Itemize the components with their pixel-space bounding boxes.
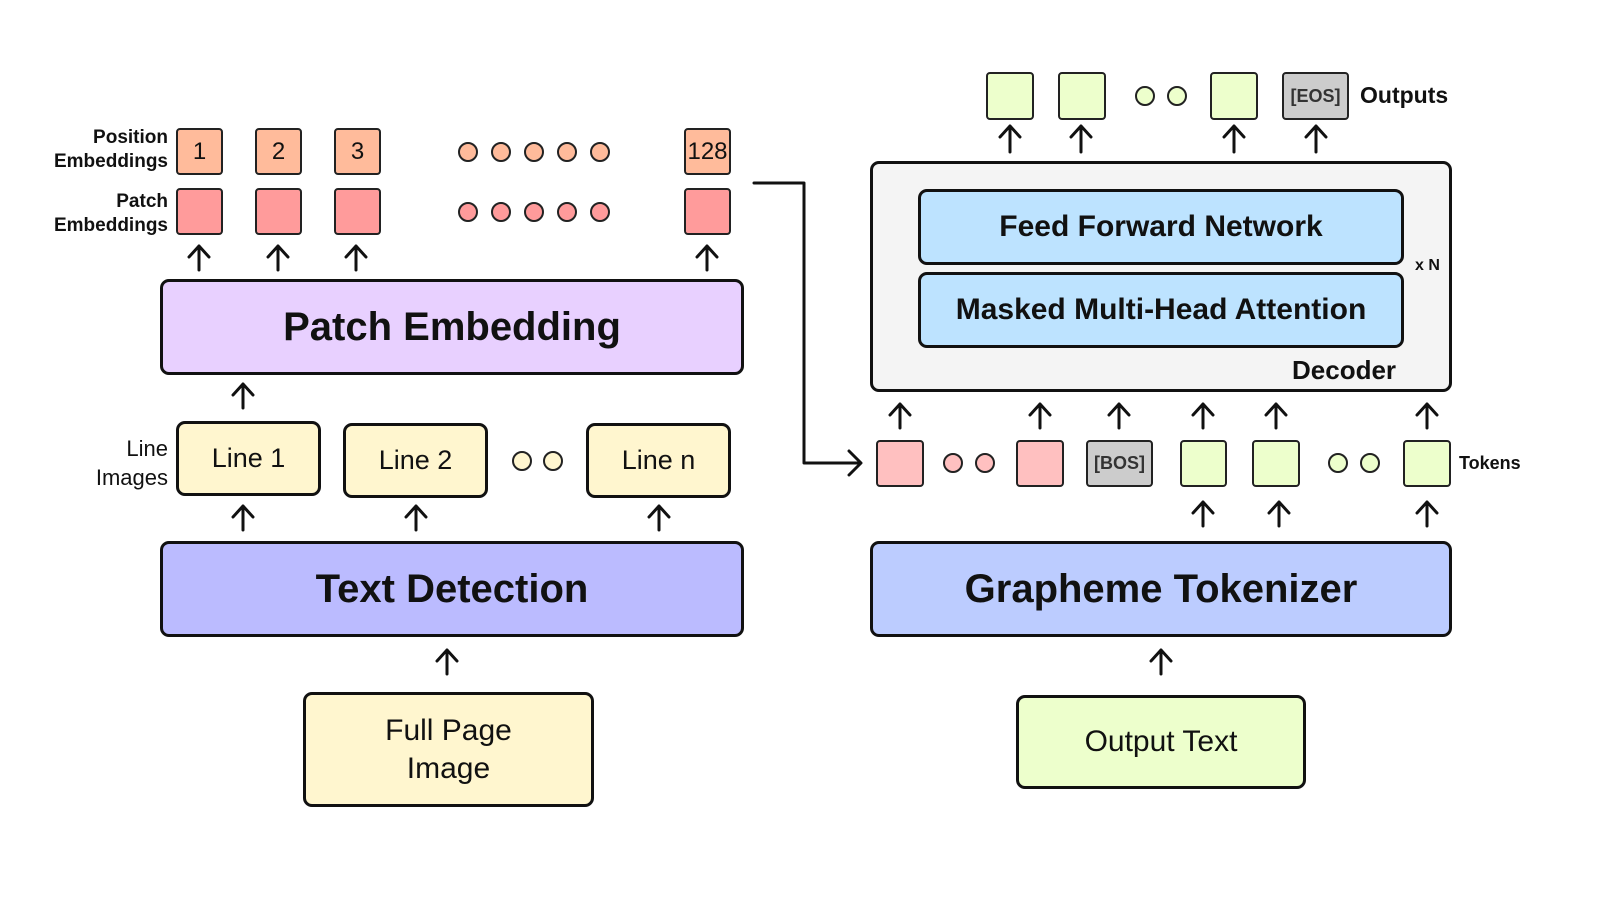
up-arrow-icon — [1107, 402, 1131, 430]
ellipsis-dot — [458, 142, 478, 162]
output-token-2 — [1058, 72, 1106, 120]
output-text-input: Output Text — [1016, 695, 1306, 789]
up-arrow-icon — [344, 244, 368, 272]
patch-embeddings-label-line1: Patch — [116, 191, 168, 212]
up-arrow-icon — [695, 244, 719, 272]
position-embedding-2: 2 — [255, 128, 302, 175]
line-image-n-label: Line n — [621, 445, 696, 475]
ellipsis-dot — [943, 453, 963, 473]
patch-embeddings-label: Patch Embeddings — [20, 190, 168, 238]
up-arrow-icon — [1191, 500, 1215, 528]
up-arrow-icon — [1415, 402, 1439, 430]
feed-forward-network-label: Feed Forward Network — [999, 210, 1323, 243]
tokens-label: Tokens — [1459, 453, 1521, 473]
line-image-n: Line n — [586, 423, 731, 498]
up-arrow-icon — [647, 504, 671, 532]
visual-token-n — [1016, 440, 1064, 487]
ellipsis-dot — [524, 202, 544, 222]
line-images-label: Line Images — [20, 434, 168, 492]
up-arrow-icon — [187, 244, 211, 272]
up-arrow-icon — [1267, 500, 1291, 528]
up-arrow-icon — [1191, 402, 1215, 430]
line-image-2: Line 2 — [343, 423, 488, 498]
position-embedding-3: 3 — [334, 128, 381, 175]
line-image-2-label: Line 2 — [378, 445, 453, 475]
position-embeddings-label: Position Embeddings — [20, 126, 168, 174]
full-page-image-line1: Full Page — [385, 713, 512, 747]
grapheme-tokenizer-block: Grapheme Tokenizer — [870, 541, 1452, 637]
patch-embedding-2 — [255, 188, 302, 235]
ellipsis-dot — [524, 142, 544, 162]
embedding-connector-arrow-icon — [752, 181, 863, 477]
full-page-image-line2: Image — [406, 751, 491, 785]
ellipsis-dot — [1167, 86, 1187, 106]
up-arrow-icon — [231, 504, 255, 532]
up-arrow-icon — [404, 504, 428, 532]
line-image-1-label: Line 1 — [211, 443, 286, 473]
text-detection-block: Text Detection — [160, 541, 744, 637]
ellipsis-dot — [590, 142, 610, 162]
masked-attention-label: Masked Multi-Head Attention — [955, 293, 1367, 326]
output-text-label: Output Text — [1084, 725, 1238, 758]
position-embedding-128: 128 — [684, 128, 731, 175]
ellipsis-dot — [1328, 453, 1348, 473]
ellipsis-dot — [491, 142, 511, 162]
up-arrow-icon — [266, 244, 290, 272]
full-page-image-input: Full Page Image — [303, 692, 594, 807]
position-embedding-1: 1 — [176, 128, 223, 175]
up-arrow-icon — [435, 648, 459, 676]
position-embeddings-label-line1: Position — [93, 127, 168, 148]
repeat-n-label: x N — [1415, 257, 1440, 274]
ellipsis-dot — [458, 202, 478, 222]
output-token-1 — [986, 72, 1034, 120]
up-arrow-icon — [998, 124, 1022, 154]
patch-embedding-128 — [684, 188, 731, 235]
bos-token: [BOS] — [1086, 440, 1153, 487]
up-arrow-icon — [1304, 124, 1328, 154]
ellipsis-dot — [975, 453, 995, 473]
grapheme-tokenizer-label: Grapheme Tokenizer — [964, 566, 1358, 611]
patch-embedding-3 — [334, 188, 381, 235]
ellipsis-dot — [543, 451, 563, 471]
text-detection-label: Text Detection — [315, 566, 589, 611]
outputs-label: Outputs — [1360, 82, 1449, 108]
output-token-n — [1210, 72, 1258, 120]
line-images-label-line2: Images — [95, 465, 168, 490]
ellipsis-dot — [590, 202, 610, 222]
patch-embedding-block-label: Patch Embedding — [283, 304, 621, 349]
masked-attention-block: Masked Multi-Head Attention — [918, 272, 1404, 348]
ellipsis-dot — [1135, 86, 1155, 106]
position-embeddings-label-line2: Embeddings — [53, 151, 168, 172]
patch-embedding-1 — [176, 188, 223, 235]
up-arrow-icon — [1149, 648, 1173, 676]
up-arrow-icon — [1069, 124, 1093, 154]
up-arrow-icon — [231, 382, 255, 410]
text-token-n — [1403, 440, 1451, 487]
up-arrow-icon — [1028, 402, 1052, 430]
up-arrow-icon — [1415, 500, 1439, 528]
up-arrow-icon — [1264, 402, 1288, 430]
text-token-2 — [1252, 440, 1300, 487]
ellipsis-dot — [491, 202, 511, 222]
visual-token-1 — [876, 440, 924, 487]
ellipsis-dot — [512, 451, 532, 471]
patch-embeddings-label-line2: Embeddings — [53, 215, 168, 236]
ellipsis-dot — [557, 202, 577, 222]
line-images-label-line1: Line — [126, 436, 168, 461]
patch-embedding-block: Patch Embedding — [160, 279, 744, 375]
line-image-1: Line 1 — [176, 421, 321, 496]
ellipsis-dot — [557, 142, 577, 162]
up-arrow-icon — [888, 402, 912, 430]
eos-token: [EOS] — [1282, 72, 1349, 120]
up-arrow-icon — [1222, 124, 1246, 154]
ellipsis-dot — [1360, 453, 1380, 473]
decoder-label: Decoder — [1292, 355, 1397, 385]
text-token-1 — [1180, 440, 1227, 487]
feed-forward-network-block: Feed Forward Network — [918, 189, 1404, 265]
